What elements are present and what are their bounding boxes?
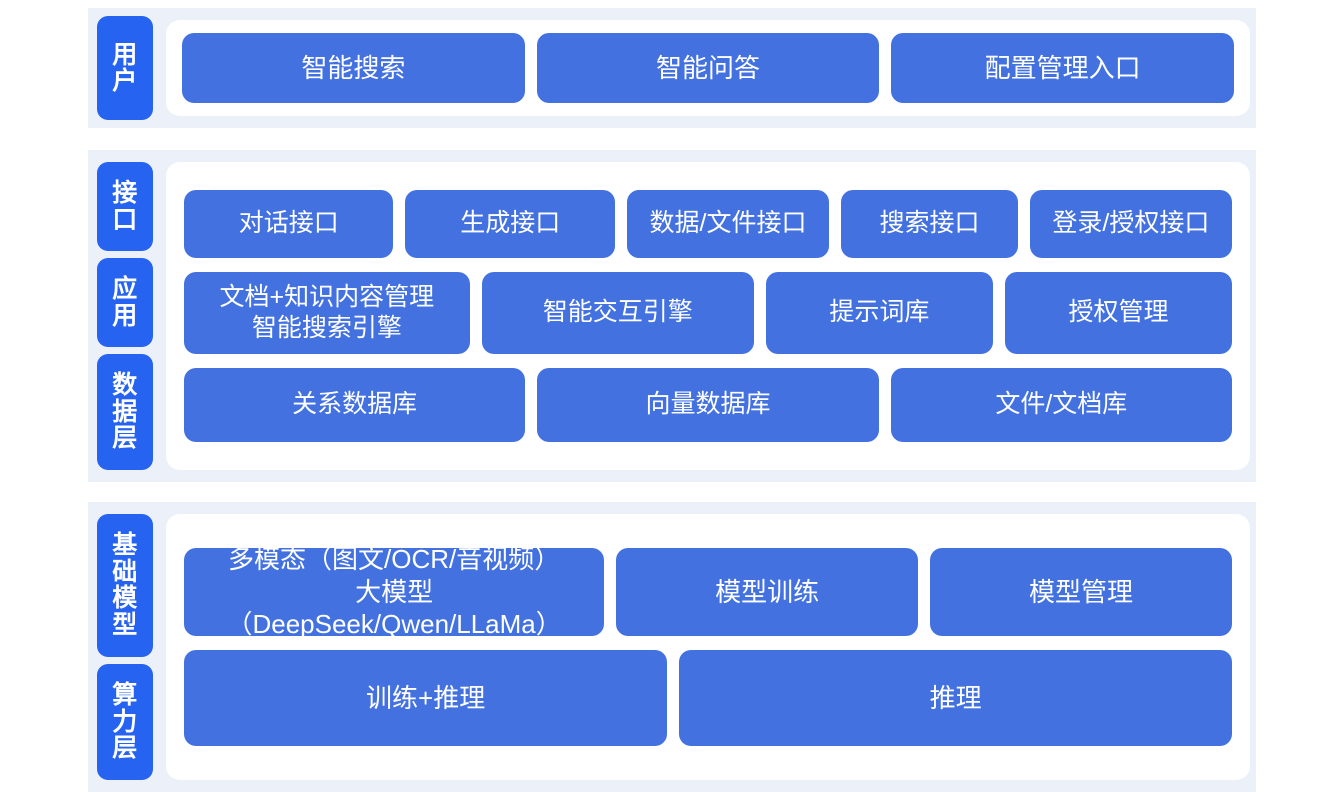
panel-bottom: 多模态（图文/OCR/音视频） 大模型（DeepSeek/Qwen/LLaMa）… bbox=[166, 514, 1250, 780]
row-interface: 对话接口 生成接口 数据/文件接口 搜索接口 登录/授权接口 bbox=[184, 190, 1232, 258]
card-file-document-store[interactable]: 文件/文档库 bbox=[890, 368, 1232, 442]
row-user-entries: 智能搜索 智能问答 配置管理入口 bbox=[182, 33, 1235, 103]
row-compute: 训练+推理 推理 bbox=[184, 650, 1232, 746]
layer-label-interface: 接口 bbox=[97, 162, 153, 252]
section-middle: 接口 应用 数据层 对话接口 生成接口 数据/文件接口 搜索接口 登录/授权接口… bbox=[88, 150, 1256, 482]
layer-label-application-text: 应用 bbox=[112, 275, 138, 330]
card-multimodal-llm[interactable]: 多模态（图文/OCR/音视频） 大模型（DeepSeek/Qwen/LLaMa） bbox=[184, 544, 605, 639]
layer-label-application: 应用 bbox=[97, 258, 153, 348]
card-document-knowledge-management[interactable]: 文档+知识内容管理 智能搜索引擎 bbox=[184, 272, 470, 354]
card-model-training[interactable]: 模型训练 bbox=[616, 548, 919, 636]
section-user: 用户 智能搜索 智能问答 配置管理入口 bbox=[88, 8, 1256, 128]
row-foundation-models: 多模态（图文/OCR/音视频） 大模型（DeepSeek/Qwen/LLaMa）… bbox=[184, 544, 1232, 639]
layer-label-interface-text: 接口 bbox=[112, 179, 138, 234]
panel-middle: 对话接口 生成接口 数据/文件接口 搜索接口 登录/授权接口 文档+知识内容管理… bbox=[166, 162, 1250, 470]
card-model-management[interactable]: 模型管理 bbox=[930, 548, 1232, 636]
panel-user: 智能搜索 智能问答 配置管理入口 bbox=[166, 20, 1250, 116]
card-data-file-api[interactable]: 数据/文件接口 bbox=[626, 190, 830, 258]
card-config-management-entry[interactable]: 配置管理入口 bbox=[891, 33, 1235, 103]
label-column-bottom: 基础模型 算力层 bbox=[88, 502, 162, 792]
card-login-auth-api[interactable]: 登录/授权接口 bbox=[1029, 190, 1232, 258]
card-search-api[interactable]: 搜索接口 bbox=[841, 190, 1018, 258]
card-dialog-api[interactable]: 对话接口 bbox=[184, 190, 394, 258]
label-column-middle: 接口 应用 数据层 bbox=[88, 150, 162, 482]
card-vector-database[interactable]: 向量数据库 bbox=[537, 368, 879, 442]
layer-label-data: 数据层 bbox=[97, 354, 153, 471]
card-inference[interactable]: 推理 bbox=[679, 650, 1232, 746]
layer-label-user-char-0: 用户 bbox=[112, 40, 138, 95]
card-training-inference[interactable]: 训练+推理 bbox=[184, 650, 668, 746]
layer-label-compute: 算力层 bbox=[97, 663, 153, 780]
layer-label-data-text: 数据层 bbox=[112, 371, 138, 453]
card-intelligent-search[interactable]: 智能搜索 bbox=[182, 33, 525, 103]
layer-label-foundation-model-text: 基础模型 bbox=[112, 531, 138, 639]
layer-label-user: 用户 bbox=[97, 16, 153, 120]
card-prompt-library[interactable]: 提示词库 bbox=[765, 272, 993, 354]
label-column-user: 用户 bbox=[88, 8, 162, 128]
row-data-layer: 关系数据库 向量数据库 文件/文档库 bbox=[184, 368, 1232, 442]
layer-label-foundation-model: 基础模型 bbox=[97, 514, 153, 657]
section-bottom: 基础模型 算力层 多模态（图文/OCR/音视频） 大模型（DeepSeek/Qw… bbox=[88, 502, 1256, 792]
card-authorization-management[interactable]: 授权管理 bbox=[1004, 272, 1232, 354]
card-intelligent-qa[interactable]: 智能问答 bbox=[536, 33, 880, 103]
card-intelligent-interaction-engine[interactable]: 智能交互引擎 bbox=[481, 272, 754, 354]
card-generation-api[interactable]: 生成接口 bbox=[405, 190, 615, 258]
layer-label-compute-text: 算力层 bbox=[112, 681, 138, 763]
card-relational-database[interactable]: 关系数据库 bbox=[184, 368, 526, 442]
row-application: 文档+知识内容管理 智能搜索引擎 智能交互引擎 提示词库 授权管理 bbox=[184, 272, 1232, 354]
